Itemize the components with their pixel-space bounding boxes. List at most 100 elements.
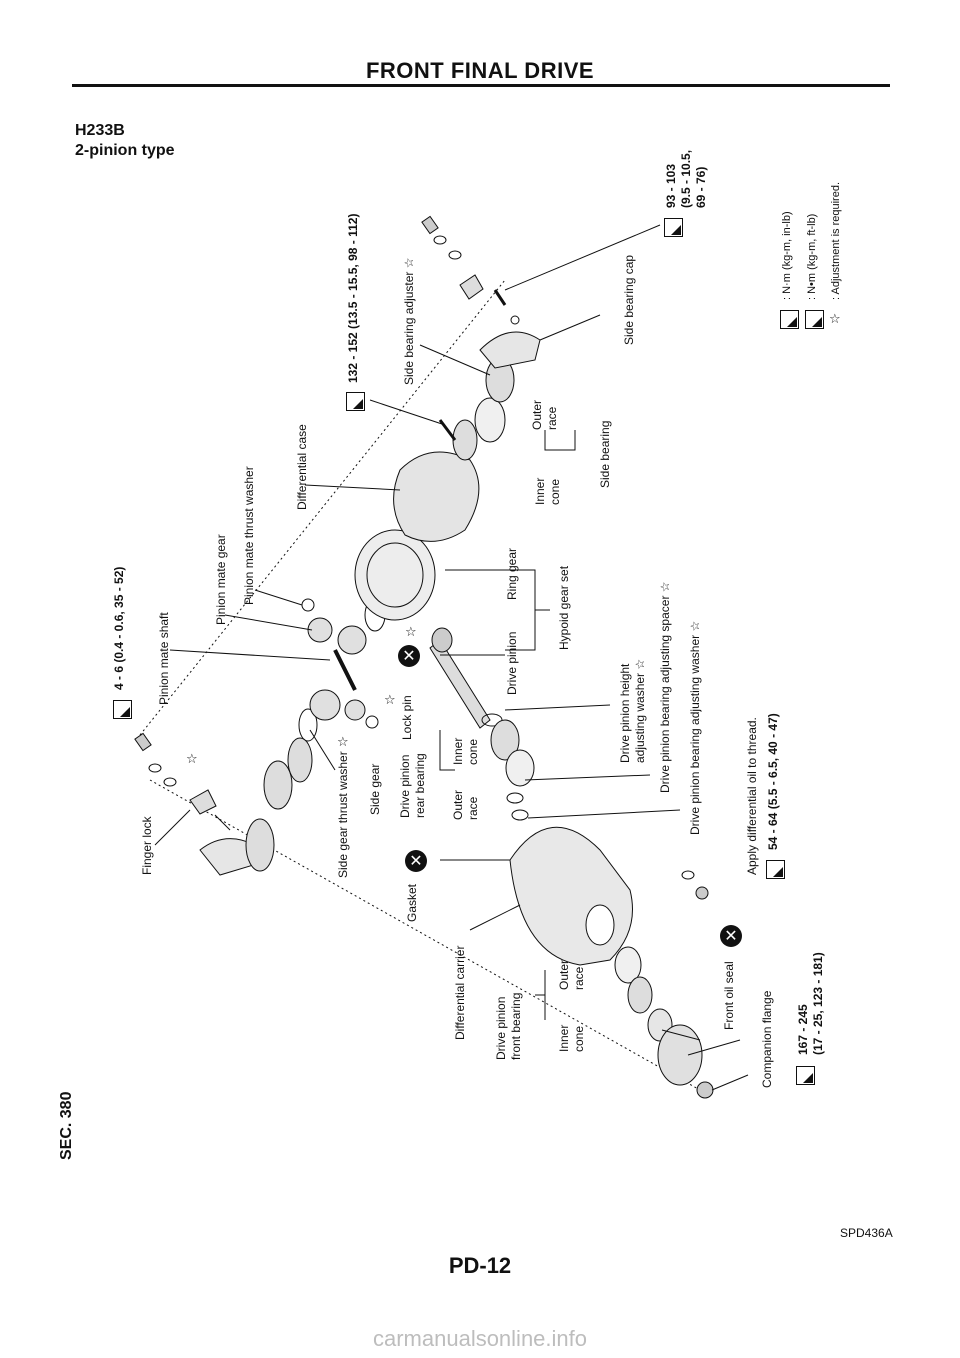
legend-adjustment: : Adjustment is required.	[830, 181, 842, 300]
site-watermark: carmanualsonline.info	[372, 1326, 588, 1351]
bolt-case	[438, 419, 457, 441]
bolt-2	[421, 215, 439, 235]
rear-bearing-line2: rear bearing	[413, 753, 427, 818]
rear-bearing-line1: Drive pinion	[398, 754, 412, 818]
companion-flange	[657, 1024, 703, 1086]
label-finger-lock: Finger lock	[140, 816, 154, 875]
adjusting-spacer	[506, 792, 524, 804]
washer-1	[148, 763, 162, 773]
bracket-rear-bearing	[439, 730, 455, 771]
washer-3	[365, 715, 379, 729]
torque-wrench-icon	[766, 860, 785, 879]
legend-ftlb: : N•m (kg-m, ft-lb)	[806, 213, 818, 300]
leader-bolt	[369, 399, 446, 426]
axis-lower	[149, 779, 701, 1091]
torque-spec-2: 132 - 152 (13.5 - 15.5, 98 - 112)	[346, 213, 360, 383]
leader-spacer	[524, 774, 651, 781]
leader-pinion-mate	[224, 614, 313, 631]
torque-spec-3: 93 - 103(9.5 - 10.5,69 - 76)	[664, 149, 708, 208]
adjust-star-icon: ☆	[384, 693, 396, 708]
pinion-mate-gear	[307, 617, 333, 643]
bearing-left-1	[245, 818, 275, 872]
front-outer-race	[614, 946, 642, 984]
replace-x-icon: ✕	[405, 850, 427, 872]
torque-spec-5: 167 - 245(17 - 25, 123 - 181)	[796, 952, 825, 1055]
leader-pmt-washer	[254, 589, 303, 606]
carrier-nose	[585, 904, 615, 946]
leader-cap-bolt	[504, 224, 661, 291]
legend-adjust-star-icon: ☆	[829, 312, 841, 327]
adjust-star-icon: ☆	[186, 752, 198, 767]
drive-pinion-head	[431, 627, 453, 653]
side-gear-left	[309, 689, 341, 721]
label-pinion-mate-shaft: Pinion mate shaft	[157, 612, 171, 705]
adjusting-washer	[511, 809, 529, 821]
label-gasket: Gasket	[405, 883, 419, 922]
leader-thrust-washer	[309, 729, 336, 771]
label-side-bearing-cap: Side bearing cap	[622, 254, 636, 345]
torque-wrench-icon	[346, 392, 365, 411]
leader-adjuster	[419, 344, 491, 376]
drive-pinion	[429, 639, 491, 729]
header-divider	[72, 84, 890, 87]
replace-x-icon: ✕	[398, 645, 420, 667]
label-front-oil-seal: Front oil seal	[722, 961, 736, 1030]
label-differential-carrier: Differential carrier	[453, 945, 467, 1040]
bracket-side-bearing	[544, 430, 576, 451]
figure-model: H233B	[75, 122, 125, 139]
adjust-star-icon: ☆	[337, 735, 349, 750]
leader-shaft	[169, 649, 331, 661]
front-inner-cone	[627, 976, 653, 1014]
label-companion-flange: Companion flange	[760, 990, 774, 1088]
replace-x-icon: ✕	[720, 925, 742, 947]
figure-type: 2-pinion type	[75, 142, 175, 159]
flange-nut	[696, 1081, 714, 1099]
cap-bolt	[493, 289, 507, 306]
label-differential-case: Differential case	[295, 424, 309, 510]
torque-spec-1: 4 - 6 (0.4 - 0.6, 35 - 52)	[112, 566, 126, 690]
label-ring-gear: Ring gear	[505, 547, 519, 600]
torque-wrench-icon	[113, 700, 132, 719]
legend-torque-icon-ftlb	[805, 310, 824, 329]
nut-1	[695, 886, 709, 900]
bearing-left-3	[287, 737, 313, 783]
leader-carrier	[469, 904, 521, 931]
figure-id: SPD436A	[840, 1226, 893, 1240]
page-header-title: FRONT FINAL DRIVE	[365, 58, 595, 83]
side-gear-thrust-washer	[298, 708, 318, 742]
differential-carrier	[509, 826, 633, 966]
leader-washer	[527, 809, 681, 819]
washer-2	[163, 777, 177, 787]
rear-inner-cone	[490, 719, 520, 761]
label-drive-pinion-bearing-washer: Drive pinion bearing adjusting washer ☆	[688, 620, 702, 835]
pinion-mate-shaft	[333, 649, 357, 691]
page-number: PD-12	[448, 1253, 512, 1278]
finger-lock-part	[189, 789, 217, 815]
legend-torque-icon-inlb	[780, 310, 799, 329]
side-bearing-cap-right	[479, 331, 541, 369]
washer-7	[681, 870, 695, 880]
washer-4	[433, 235, 447, 245]
side-gear-right	[337, 625, 367, 655]
ring-gear-inner	[366, 542, 424, 608]
bolt-left	[214, 814, 231, 831]
leader-height-washer	[504, 704, 611, 711]
label-drive-pinion-bearing-spacer: Drive pinion bearing adjusting spacer ☆	[658, 581, 672, 793]
leader-finger-lock	[154, 809, 191, 846]
bolt-1	[134, 732, 152, 752]
label-side-gear-thrust-washer: Side gear thrust washer	[336, 751, 350, 878]
torque-spec-4: 54 - 64 (5.5 - 6.5, 40 - 47)	[766, 713, 780, 850]
washer-6	[510, 315, 520, 325]
label-apply-oil: Apply differential oil to thread.	[745, 717, 759, 875]
finger-lock-right	[459, 274, 484, 300]
leader-flange	[687, 1039, 741, 1056]
torque-wrench-icon	[664, 218, 683, 237]
